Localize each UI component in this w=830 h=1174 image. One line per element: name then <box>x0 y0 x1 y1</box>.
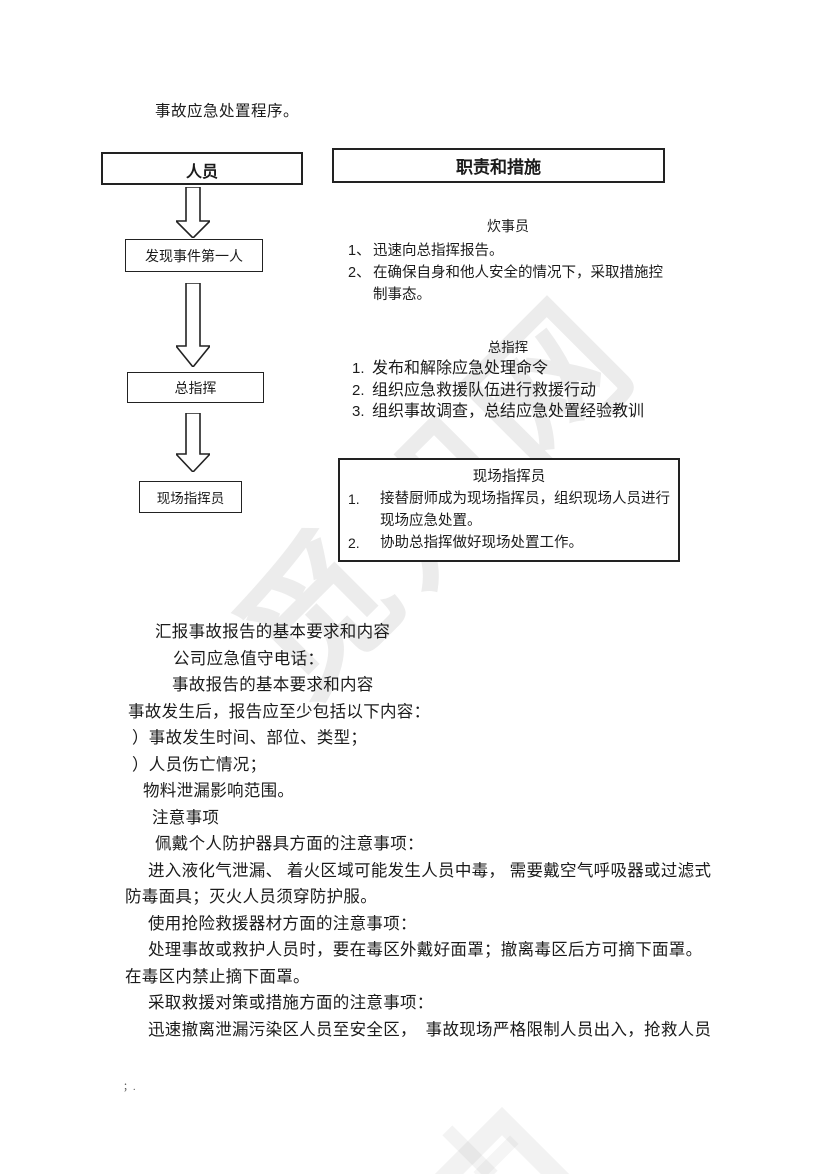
duty-item-number: 2、 <box>348 265 371 281</box>
duty-item: 2. 协助总指挥做好现场处置工作。 <box>340 532 678 554</box>
duty-item-text: 迅速向总指挥报告。 <box>373 243 504 259</box>
duty-item-text: 发布和解除应急处理命令 <box>372 360 549 377</box>
duty-item-number: 1. <box>348 491 360 507</box>
flowchart-node-commander: 总指挥 <box>127 372 264 403</box>
duty-item: 3. 组织事故调查，总结应急处置经验教训 <box>345 401 671 423</box>
flowchart-node-label: 发现事件第一人 <box>145 249 243 265</box>
duty-item-number: 2. <box>348 535 360 551</box>
duties-header-box: 职责和措施 <box>332 148 665 183</box>
duties-header-label: 职责和措施 <box>456 158 541 177</box>
duty-section-commander: 总指挥 1. 发布和解除应急处理命令 2. 组织应急救援队伍进行救援行动 3. … <box>345 338 671 423</box>
body-line: 处理事故或救护人员时，要在毒区外戴好面罩；撤离毒区后方可摘下面罩。 <box>148 940 703 959</box>
duty-section-title: 现场指挥员 <box>472 469 546 485</box>
duty-item: 2、 在确保自身和他人安全的情况下，采取措施控制事态。 <box>345 262 671 306</box>
duty-item-number: 1. <box>352 360 365 377</box>
body-line: ）事故发生时间、部位、类型； <box>132 728 368 747</box>
flowchart-node-label: 总指挥 <box>174 381 217 397</box>
duty-item: 1. 接替厨师成为现场指挥员，组织现场人员进行现场应急处置。 <box>340 488 678 532</box>
body-line: 迅速撤离泄漏污染区人员至安全区， 事故现场严格限制人员出入，抢救人员 <box>148 1019 712 1039</box>
body-line: 进入液化气泄漏、 着火区域可能发生人员中毒， 需要戴空气呼吸器或过滤式 <box>148 860 712 880</box>
body-line: 佩戴个人防护器具方面的注意事项： <box>155 834 424 853</box>
duty-item: 2. 组织应急救援队伍进行救援行动 <box>345 380 671 402</box>
body-line: 汇报事故报告的基本要求和内容 <box>155 622 391 641</box>
arrow-down-icon <box>176 283 210 367</box>
body-text: 汇报事故报告的基本要求和内容 公司应急值守电话： 事故报告的基本要求和内容 事故… <box>125 619 725 1043</box>
duty-item-text: 在确保自身和他人安全的情况下，采取措施控制事态。 <box>373 265 663 303</box>
duty-item: 1. 发布和解除应急处理命令 <box>345 358 671 380</box>
arrow-down-icon <box>176 187 210 238</box>
body-line: 在毒区内禁止摘下面罩。 <box>125 966 310 986</box>
flowchart-node-first-discoverer: 发现事件第一人 <box>125 239 263 272</box>
flowchart-header-label: 人员 <box>185 164 218 181</box>
duty-item-number: 3. <box>352 403 365 420</box>
body-line: 物料泄漏影响范围。 <box>143 781 295 800</box>
body-line: 事故报告的基本要求和内容 <box>172 675 374 694</box>
body-line: 使用抢险救援器材方面的注意事项： <box>148 913 417 933</box>
body-line: 公司应急值守电话： <box>173 648 325 668</box>
flowchart-node-scene-commander: 现场指挥员 <box>139 481 242 513</box>
duty-item-text: 接替厨师成为现场指挥员，组织现场人员进行现场应急处置。 <box>380 491 670 529</box>
flowchart-node-label: 现场指挥员 <box>156 491 225 506</box>
duty-section-title: 总指挥 <box>487 340 529 355</box>
duty-item-text: 组织事故调查，总结应急处置经验教训 <box>372 403 645 420</box>
body-line: ）人员伤亡情况； <box>132 754 267 774</box>
body-line: 注意事项 <box>152 807 220 827</box>
page-title: 事故应急处置程序。 <box>155 103 300 120</box>
duty-item-number: 2. <box>352 381 365 399</box>
duty-item-text: 协助总指挥做好现场处置工作。 <box>380 535 583 551</box>
duty-section-title: 炊事员 <box>487 220 529 235</box>
body-line: 采取救援对策或措施方面的注意事项： <box>148 993 434 1012</box>
duty-item-number: 1、 <box>348 243 371 259</box>
duty-item-text: 组织应急救援队伍进行救援行动 <box>372 381 597 399</box>
footer-mark: ；. <box>123 1082 136 1093</box>
watermark-logo-icon <box>354 1106 650 1174</box>
body-line: 防毒面具；灭火人员须穿防护服。 <box>125 887 377 906</box>
arrow-down-icon <box>176 413 210 472</box>
duty-section-scene-commander-box: 现场指挥员 1. 接替厨师成为现场指挥员，组织现场人员进行现场应急处置。 2. … <box>338 458 680 562</box>
body-line: 事故发生后，报告应至少包括以下内容： <box>128 701 431 721</box>
duty-item: 1、 迅速向总指挥报告。 <box>345 240 671 262</box>
flowchart-header-personnel: 人员 <box>101 152 303 185</box>
duty-section-cook: 炊事员 1、 迅速向总指挥报告。 2、 在确保自身和他人安全的情况下，采取措施控… <box>345 217 671 306</box>
